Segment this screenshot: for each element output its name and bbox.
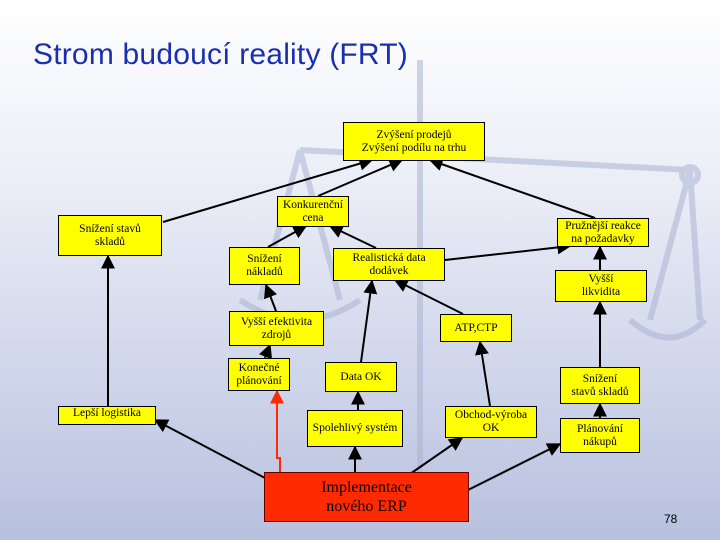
arrow-konkurencni-to-prodeje [317,158,404,197]
slide-title: Strom budoucí reality (FRT) [33,38,408,71]
arrow-nakladu-to-konkurencni [267,225,308,248]
node-spolehlivy-system: Spolehlivý systém [307,410,403,447]
arrow-sklady-to-prodeje [162,156,374,223]
arrow-efektivita-to-nakladu [263,283,278,312]
node-konecne-planovani: Konečné plánování [228,358,290,391]
arrow-obchod-to-atp [475,340,491,407]
arrow-impl-to-nakupu [467,443,562,491]
arrow-realisticka-to-konkurencni [328,225,377,249]
arrow-atp-to-realisticka [393,279,464,315]
node-vyssi-efektivita: Vyšší efektivita zdrojů [229,311,324,346]
node-lepsi-logistika: Lepší logistika [58,406,156,425]
page-number: 78 [664,512,678,526]
node-obchod-vyroba: Obchod-výroba OK [445,406,537,438]
node-planovani-nakupu: Plánování nákupů [560,418,640,453]
node-vyssi-likvidita: Vyšší likvidita [555,270,647,302]
node-zvyseni-prodeju: Zvýšení prodejů Zvýšení podílu na trhu [343,122,485,161]
arrow-planovani-to-efektivita [258,343,273,360]
node-snizeni-nakladu: Snížení nákladů [229,247,300,285]
node-data-ok: Data OK [325,362,397,392]
node-realisticka-data: Realistická data dodávek [333,248,445,281]
node-konkurencni-cena: Konkurenční cena [277,196,349,227]
node-implementace-erp: Implementace nového ERP [264,472,469,522]
node-pruznejsi-reakce: Pružnější reakce na požadavky [557,218,649,247]
arrow-realisticka-to-reakce [444,240,572,261]
arrow-impl-to-planovani [270,389,284,472]
node-snizeni-stavu-skladu-right: Snížení stavů skladů [560,367,640,404]
node-snizeni-stavu-skladu-top: Snížení stavů skladů [58,215,162,256]
arrow-reakce-to-prodeje [428,157,596,219]
node-atp-ctp: ATP,CTP [440,314,512,342]
arrow-impl-to-logistika [153,419,266,479]
arrow-dataok-to-realisticka [360,279,378,363]
arrow-impl-to-obchod [409,437,464,475]
